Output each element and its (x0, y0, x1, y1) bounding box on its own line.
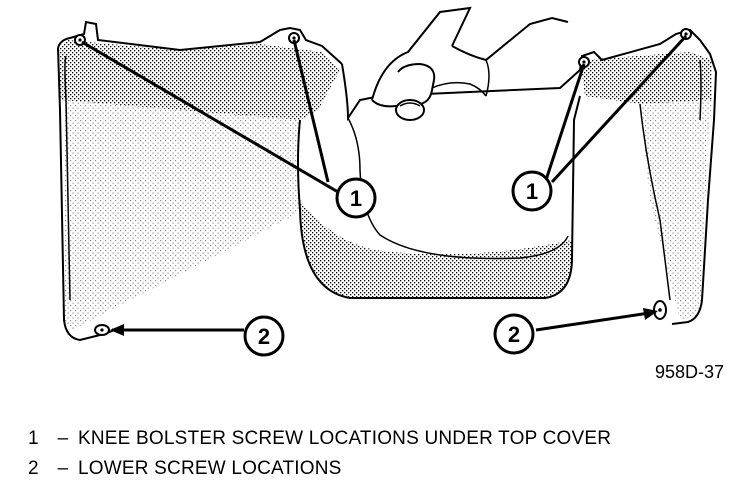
callout-2-left-label: 2 (258, 324, 270, 349)
knee-bolster-panel (57, 20, 718, 342)
legend-number: 1 (28, 428, 39, 449)
legend-item: 2 – LOWER SCREW LOCATIONS (28, 458, 748, 488)
legend-description: LOWER SCREW LOCATIONS (78, 458, 342, 479)
callout-1-right: 1 (511, 170, 553, 212)
leader-lines (81, 34, 688, 332)
callout-1-left: 1 (335, 177, 377, 219)
callout-2-left: 2 (243, 315, 285, 357)
hand-illustration (371, 6, 569, 121)
screw-lower-right (653, 300, 667, 320)
leader-arrowheads (110, 308, 658, 336)
legend-separator: – (57, 458, 69, 479)
knee-bolster-diagram: 1 1 2 2 958D-37 (57, 6, 724, 382)
screw-upper-right-2 (680, 28, 692, 40)
legend-item: 1 – KNEE BOLSTER SCREW LOCATIONS UNDER T… (28, 428, 748, 458)
legend-number: 2 (28, 458, 39, 479)
callout-2-right: 2 (493, 313, 535, 355)
legend-separator: – (57, 428, 69, 449)
callout-2-right-label: 2 (508, 322, 520, 347)
legend-description: KNEE BOLSTER SCREW LOCATIONS UNDER TOP C… (78, 428, 612, 449)
figure-id-label: 958D-37 (655, 362, 724, 382)
screw-upper-right-1 (578, 56, 590, 68)
callout-1-left-label: 1 (350, 186, 362, 211)
callout-1-right-label: 1 (526, 179, 538, 204)
screw-lower-left (94, 324, 110, 336)
legend: 1 – KNEE BOLSTER SCREW LOCATIONS UNDER T… (28, 428, 748, 488)
